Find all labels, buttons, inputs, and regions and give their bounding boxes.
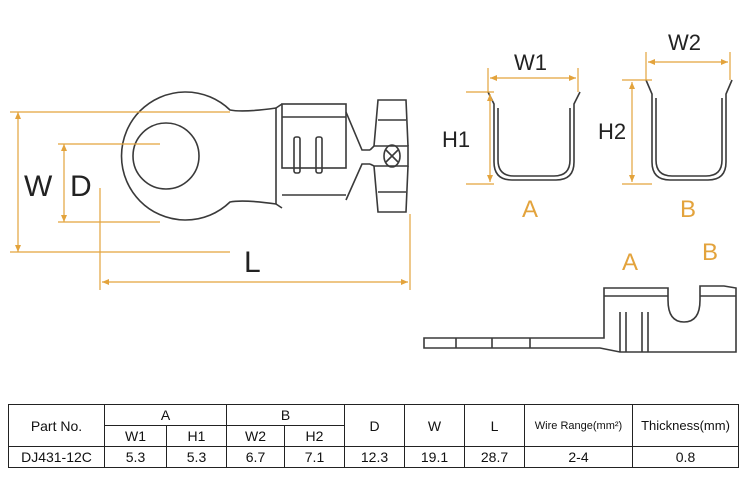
header-l: L — [464, 404, 525, 447]
crimp-slot-2 — [315, 136, 323, 174]
w-dimension — [10, 111, 230, 253]
header-part-no: Part No. — [8, 404, 105, 447]
h2-dimension — [622, 79, 652, 185]
header-w2: W2 — [226, 425, 285, 447]
cell-w: 19.1 — [404, 446, 465, 468]
w1-label: W1 — [514, 50, 547, 75]
profile-b-tag: B — [680, 196, 696, 223]
side-profile-drawing — [423, 285, 737, 353]
neck — [275, 103, 283, 209]
side-profile-tag-a: A — [622, 249, 638, 276]
cell-d: 12.3 — [344, 446, 405, 468]
w2-dimension — [645, 52, 731, 80]
spec-table: Part No. A B D W L Wire Range(mm²) Thick… — [8, 404, 739, 468]
profile-a-tag: A — [522, 196, 538, 223]
header-d: D — [344, 404, 405, 447]
transition — [345, 111, 370, 201]
ring-hole — [132, 122, 200, 190]
cell-h2: 7.1 — [284, 446, 345, 468]
d-dimension — [58, 143, 160, 223]
cell-w2: 6.7 — [226, 446, 285, 468]
crimp-slot-1 — [293, 136, 301, 174]
cell-h1: 5.3 — [166, 446, 227, 468]
cell-part-no: DJ431-12C — [8, 446, 105, 468]
h2-label: H2 — [598, 119, 626, 144]
side-profile-tag-b: B — [702, 239, 718, 266]
h1-dimension — [466, 91, 494, 185]
crimp-barrel-a — [281, 103, 347, 169]
w-label: W — [24, 170, 53, 203]
header-group-a: A — [104, 404, 227, 426]
h1-label: H1 — [442, 127, 470, 152]
w1-dimension — [487, 68, 579, 92]
profile-a-drawing — [487, 91, 581, 181]
terminal-diagram: W D L W1 H1 A W2 — [10, 30, 737, 353]
header-w1: W1 — [104, 425, 167, 447]
header-w: W — [404, 404, 465, 447]
cell-w1: 5.3 — [104, 446, 167, 468]
header-h1: H1 — [166, 425, 227, 447]
table-header-row-1: Part No. A B D W L Wire Range(mm²) Thick… — [8, 404, 739, 447]
insulation-barrel-b — [369, 145, 409, 167]
cell-wire-range: 2-4 — [524, 446, 633, 468]
w2-label: W2 — [668, 30, 701, 55]
header-h2: H2 — [284, 425, 345, 447]
header-wire-range: Wire Range(mm²) — [524, 404, 633, 447]
profile-b-drawing — [645, 79, 733, 181]
l-dimension — [99, 188, 411, 290]
table-row: DJ431-12C 5.3 5.3 6.7 7.1 12.3 19.1 28.7… — [8, 446, 739, 468]
cell-l: 28.7 — [464, 446, 525, 468]
ring-terminal-drawing — [120, 91, 409, 221]
header-thickness: Thickness(mm) — [632, 404, 739, 447]
l-label: L — [244, 246, 261, 279]
table-header-row-2: W1 H1 W2 H2 — [9, 425, 739, 447]
cell-thickness: 0.8 — [632, 446, 739, 468]
ring-outline — [120, 91, 277, 221]
barrel-hole — [383, 144, 401, 168]
header-group-b: B — [226, 404, 345, 426]
d-label: D — [70, 170, 92, 203]
